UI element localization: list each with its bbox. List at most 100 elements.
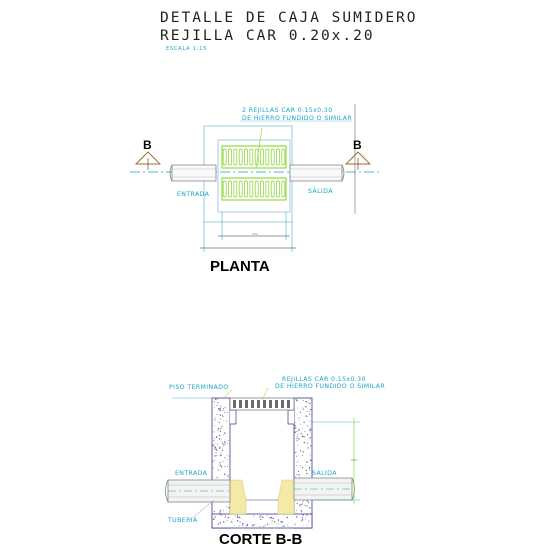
- concrete-speck: [214, 459, 216, 461]
- concrete-speck: [217, 523, 220, 525]
- concrete-speck: [296, 474, 297, 475]
- concrete-speck: [297, 461, 299, 463]
- section-concrete: [211, 397, 313, 529]
- concrete-speck: [305, 474, 307, 476]
- plan-note-line-1: 2 REJILLAS CAR 0.15x0.30: [242, 107, 333, 114]
- concrete-speck: [306, 425, 308, 427]
- concrete-speck: [295, 516, 298, 518]
- concrete-speck: [214, 448, 216, 450]
- concrete-speck: [220, 405, 222, 407]
- concrete-speck: [218, 421, 220, 424]
- concrete-speck: [296, 438, 298, 440]
- concrete-speck: [305, 469, 308, 472]
- grate-slot: [222, 148, 227, 166]
- concrete-speck: [307, 447, 309, 449]
- concrete-speck: [308, 469, 310, 471]
- concrete-speck: [221, 438, 222, 440]
- concrete-speck: [213, 401, 215, 403]
- concrete-speck: [277, 520, 279, 522]
- concrete-speck: [228, 464, 229, 466]
- concrete-speck: [216, 449, 218, 452]
- concrete-speck: [213, 431, 215, 433]
- grate-slot: [233, 180, 238, 198]
- plan-grate-top: [221, 145, 287, 169]
- concrete-speck: [226, 411, 228, 413]
- concrete-speck: [219, 510, 221, 512]
- concrete-speck: [302, 500, 304, 502]
- concrete-speck: [227, 474, 229, 476]
- section-outlet-pipe: [293, 477, 355, 501]
- concrete-speck: [214, 417, 216, 419]
- concrete-speck: [306, 524, 307, 525]
- concrete-speck: [239, 521, 241, 523]
- concrete-speck: [231, 518, 233, 520]
- concrete-speck: [224, 465, 226, 468]
- concrete-speck: [220, 427, 222, 430]
- concrete-speck: [307, 415, 309, 417]
- concrete-speck: [214, 443, 215, 445]
- concrete-speck: [308, 453, 310, 455]
- concrete-speck: [253, 524, 255, 526]
- plan-outlet-label: SALIDA: [308, 188, 333, 195]
- concrete-speck: [262, 526, 264, 528]
- concrete-speck: [223, 461, 224, 463]
- concrete-speck: [304, 431, 306, 433]
- concrete-speck: [216, 436, 218, 438]
- concrete-speck: [296, 440, 298, 442]
- concrete-speck: [214, 516, 217, 518]
- concrete-speck: [260, 515, 262, 517]
- concrete-speck: [219, 462, 221, 464]
- concrete-speck: [304, 504, 306, 506]
- concrete-speck: [308, 402, 309, 404]
- concrete-speck: [228, 506, 230, 509]
- concrete-speck: [222, 521, 225, 523]
- concrete-speck: [214, 419, 216, 421]
- concrete-speck: [218, 434, 221, 437]
- concrete-speck: [213, 510, 215, 513]
- concrete-speck: [227, 440, 229, 442]
- concrete-speck: [302, 503, 304, 505]
- plan-inlet-label: ENTRADA: [177, 191, 210, 198]
- concrete-speck: [294, 523, 296, 525]
- concrete-speck: [295, 452, 297, 453]
- concrete-speck: [260, 514, 262, 516]
- concrete-speck: [222, 445, 224, 447]
- concrete-speck: [220, 455, 222, 457]
- concrete-speck: [302, 434, 304, 436]
- grate-slot: [254, 180, 259, 198]
- concrete-speck: [294, 424, 296, 426]
- concrete-speck: [300, 503, 303, 505]
- concrete-speck: [225, 420, 227, 421]
- concrete-speck: [294, 431, 297, 433]
- concrete-speck: [245, 525, 247, 527]
- concrete-speck: [219, 430, 222, 432]
- concrete-speck: [281, 521, 284, 523]
- concrete-speck: [224, 443, 226, 445]
- title-line-1: DETALLE DE CAJA SUMIDERO: [160, 10, 418, 26]
- concrete-speck: [300, 465, 302, 467]
- concrete-speck: [270, 516, 273, 519]
- concrete-speck: [271, 520, 273, 522]
- plan-grate-bottom: [221, 177, 287, 201]
- section-note-line-1: REJILLAS CAR 0.15x0.30: [282, 376, 366, 383]
- concrete-speck: [294, 451, 296, 453]
- concrete-speck: [213, 407, 215, 409]
- concrete-speck: [218, 447, 221, 449]
- concrete-speck: [223, 420, 225, 421]
- concrete-speck: [303, 441, 306, 444]
- concrete-speck: [226, 519, 228, 521]
- concrete-speck: [291, 520, 293, 521]
- concrete-speck: [216, 443, 218, 445]
- concrete-speck: [212, 460, 214, 462]
- concrete-speck: [306, 505, 308, 507]
- concrete-speck: [309, 410, 311, 412]
- concrete-speck: [308, 426, 310, 428]
- concrete-speck: [236, 515, 239, 517]
- concrete-speck: [294, 427, 296, 429]
- concrete-speck: [302, 408, 304, 410]
- concrete-speck: [295, 465, 297, 466]
- concrete-speck: [305, 464, 306, 466]
- concrete-speck: [225, 506, 227, 508]
- concrete-speck: [306, 434, 309, 436]
- concrete-speck: [223, 509, 225, 511]
